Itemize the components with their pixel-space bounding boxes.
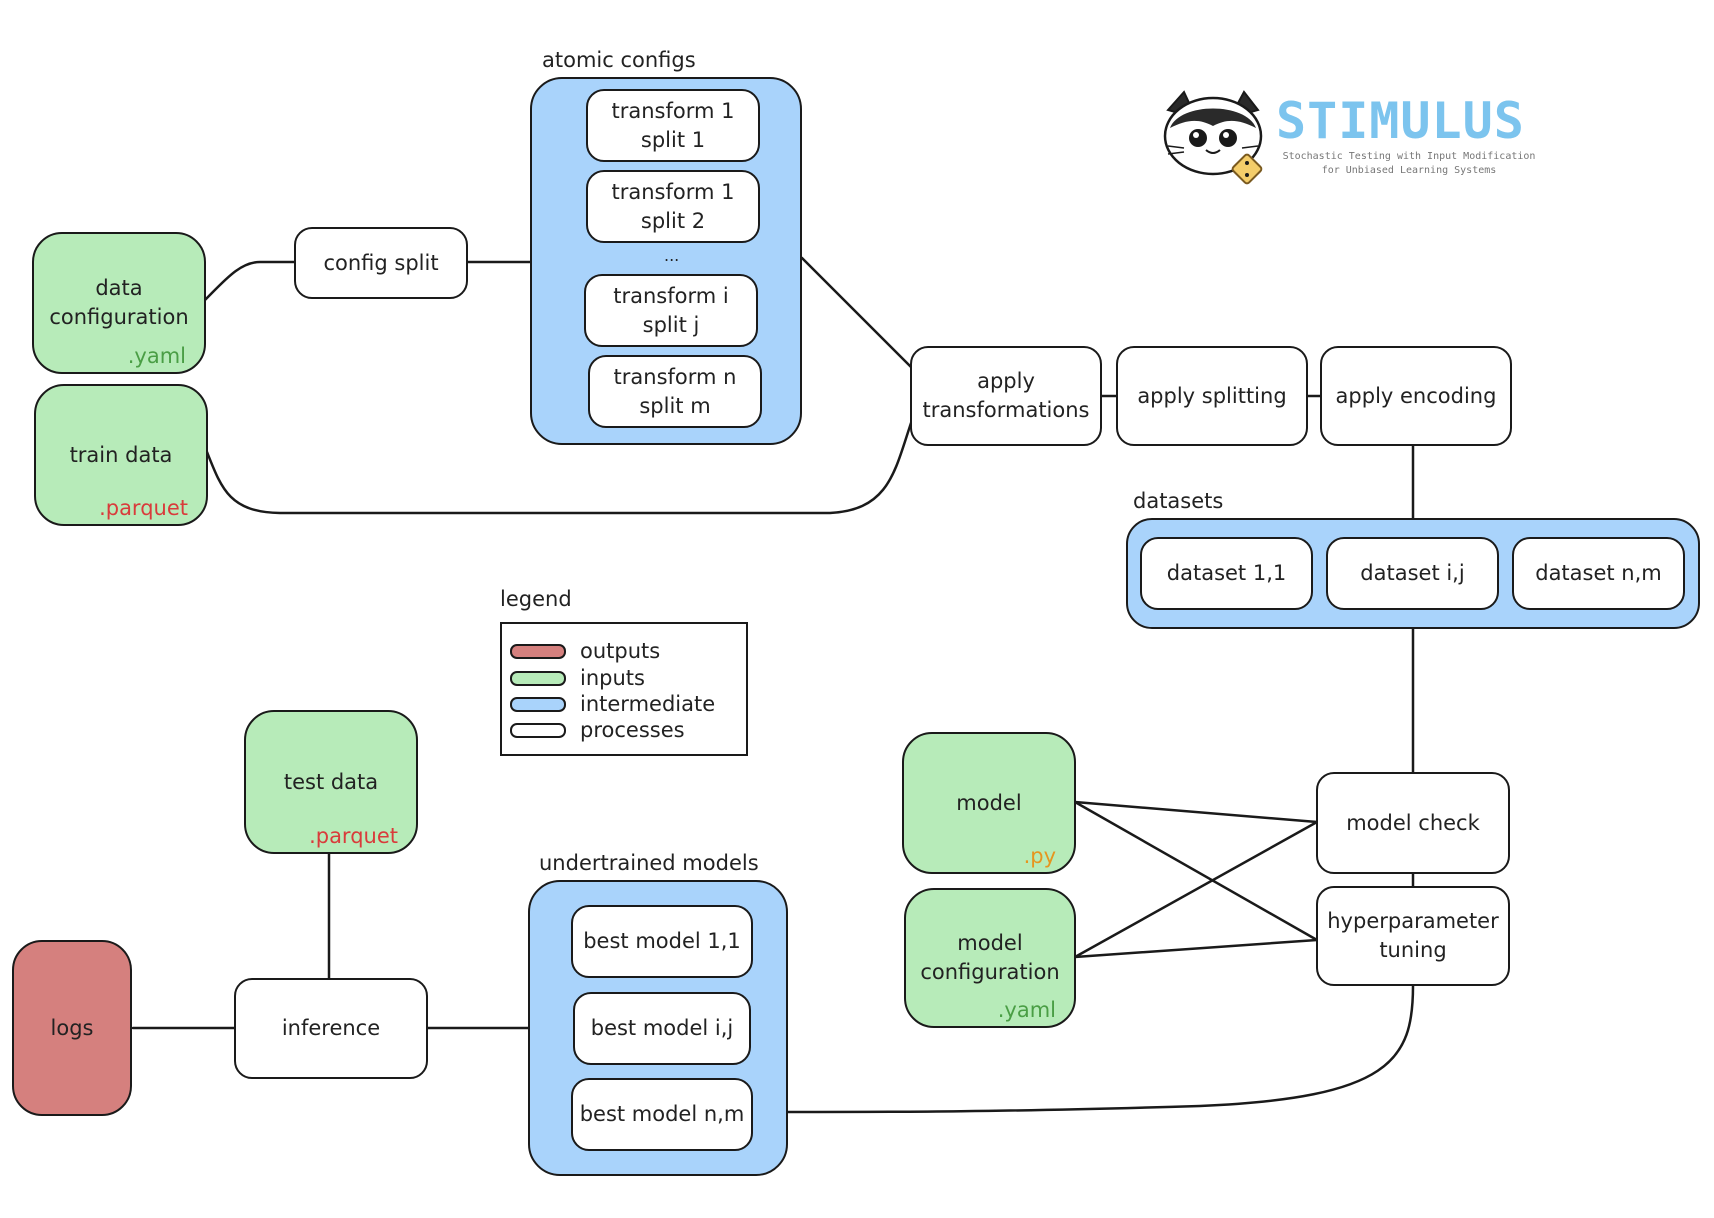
train-data-node: train data .parquet — [34, 384, 208, 526]
legend-item-intermediate: intermediate — [510, 692, 715, 716]
legend-swatch — [510, 722, 566, 738]
hyperparameter-tuning-node: hyperparameter tuning — [1316, 886, 1510, 986]
node-label-line2: configuration — [920, 960, 1060, 984]
node-label-line1: transform 1 — [611, 179, 735, 204]
node-label: model — [956, 790, 1022, 815]
transform-1-split-1-node: transform 1 split 1 — [586, 89, 760, 162]
best-model-n-m-node: best model n,m — [571, 1078, 753, 1151]
logo-subtitle-line1: Stochastic Testing with Input Modificati… — [1282, 151, 1536, 162]
legend-item-inputs: inputs — [510, 666, 645, 690]
node-label: dataset 1,1 — [1166, 561, 1287, 585]
node-label-line2: split m — [639, 393, 711, 418]
datasets-label: datasets — [1133, 489, 1224, 513]
test-data-node: test data .parquet — [244, 710, 418, 854]
node-label: best model n,m — [579, 1102, 745, 1126]
node-label-line1: model — [957, 931, 1023, 955]
undertrained-models-label: undertrained models — [539, 851, 759, 875]
node-label: test data — [283, 769, 379, 794]
cat-with-dice-icon — [1163, 90, 1263, 185]
node-label-line2: transformations — [922, 398, 1090, 422]
node-label-line1: transform i — [613, 283, 729, 308]
dataset-i-j-node: dataset i,j — [1326, 537, 1499, 610]
model-configuration-node: model configuration .yaml — [904, 888, 1076, 1028]
file-extension: .parquet — [99, 496, 188, 520]
transform-n-split-m-node: transform n split m — [588, 355, 762, 428]
best-model-i-j-node: best model i,j — [573, 992, 751, 1065]
node-label-line2: configuration — [49, 305, 189, 329]
node-label: apply encoding — [1335, 383, 1497, 408]
connector-model-to-model-check — [1073, 800, 1319, 824]
legend: outputs inputs intermediate processes — [500, 622, 748, 756]
apply-encoding-node: apply encoding — [1320, 346, 1512, 446]
data-configuration-node: data configuration .yaml — [32, 232, 206, 374]
legend-swatch — [510, 696, 566, 712]
node-label: logs — [50, 1015, 94, 1040]
connector-model-config-to-model-check — [1073, 820, 1319, 959]
logo-title: STIMULUS — [1276, 92, 1525, 150]
file-extension: .yaml — [127, 344, 186, 368]
node-label: config split — [323, 250, 439, 275]
node-label-line1: data — [95, 276, 143, 300]
node-label: model check — [1346, 810, 1480, 835]
legend-swatch — [510, 643, 566, 659]
best-model-1-1-node: best model 1,1 — [571, 905, 753, 978]
legend-title: legend — [500, 587, 572, 611]
node-label: apply splitting — [1137, 383, 1287, 408]
node-label-line1: hyperparameter — [1327, 909, 1499, 933]
connector-train-data-to-apply-transformations — [205, 418, 914, 515]
stimulus-logo: STIMULUS Stochastic Testing with Input M… — [1160, 84, 1540, 204]
model-node: model .py — [902, 732, 1076, 874]
node-label: best model 1,1 — [583, 929, 741, 953]
transform-1-split-2-node: transform 1 split 2 — [586, 170, 760, 243]
file-extension: .yaml — [997, 998, 1056, 1022]
file-extension: .parquet — [309, 824, 398, 848]
node-label-line2: split j — [642, 312, 700, 337]
legend-label: processes — [580, 718, 685, 742]
connector-model-config-to-hyperparameter — [1073, 938, 1319, 959]
logs-node: logs — [12, 940, 132, 1116]
node-label-line2: split 1 — [640, 127, 706, 152]
legend-label: outputs — [580, 639, 661, 663]
node-label-line1: transform 1 — [611, 98, 735, 123]
node-label: dataset n,m — [1535, 561, 1662, 585]
apply-transformations-node: apply transformations — [910, 346, 1102, 446]
transform-i-split-j-node: transform i split j — [584, 274, 758, 347]
legend-swatch — [510, 670, 566, 686]
apply-splitting-node: apply splitting — [1116, 346, 1308, 446]
legend-item-processes: processes — [510, 718, 685, 742]
logo-subtitle: Stochastic Testing with Input Modificati… — [1278, 150, 1540, 178]
connector-hyperparameter-to-undertrained-models — [786, 984, 1415, 1114]
node-label: inference — [281, 1016, 381, 1040]
connector-model-to-hyperparameter — [1073, 800, 1319, 942]
logo-subtitle-line2: for Unbiased Learning Systems — [1321, 165, 1497, 176]
atomic-configs-label: atomic configs — [542, 48, 696, 72]
legend-item-outputs: outputs — [510, 639, 660, 663]
node-label: best model i,j — [590, 1016, 734, 1040]
dataset-1-1-node: dataset 1,1 — [1140, 537, 1313, 610]
node-label-line1: transform n — [613, 364, 737, 389]
node-label-line2: split 2 — [640, 208, 706, 233]
dataset-n-m-node: dataset n,m — [1512, 537, 1685, 610]
connector-data-config-to-config-split — [203, 260, 298, 302]
node-label: dataset i,j — [1360, 561, 1465, 585]
node-label-line2: tuning — [1379, 938, 1447, 962]
node-label-line1: apply — [977, 369, 1035, 393]
inference-node: inference — [234, 978, 428, 1079]
config-split-node: config split — [294, 227, 468, 299]
ellipsis: ... — [664, 246, 680, 265]
legend-label: intermediate — [580, 692, 716, 716]
legend-label: inputs — [580, 666, 645, 690]
file-extension: .py — [1023, 844, 1056, 868]
model-check-node: model check — [1316, 772, 1510, 874]
connector-atomic-configs-to-apply-transformations — [800, 256, 914, 370]
node-label: train data — [69, 442, 173, 467]
